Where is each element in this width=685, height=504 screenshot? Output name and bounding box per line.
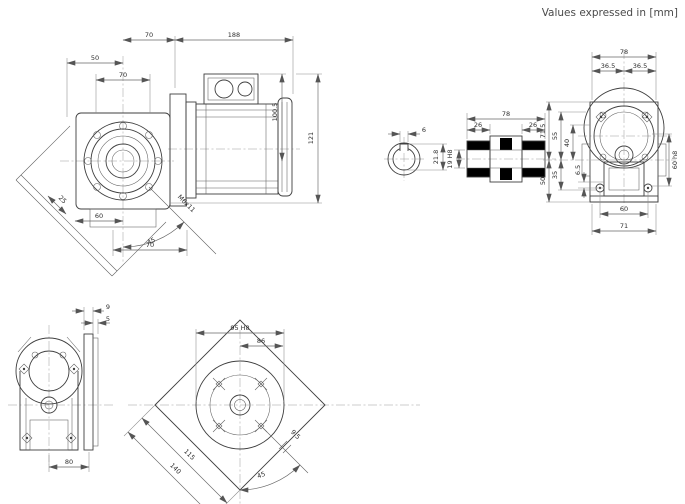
view-front: 9 5 80 [8, 303, 114, 472]
dim-shaft-end-left: 26 [474, 121, 482, 129]
dim-front-plate-inner: 5 [106, 315, 110, 323]
dim-rear-half-left: 36.5 [601, 62, 615, 70]
dim-rear-foot-offset: 6.5 [574, 165, 582, 175]
dim-side-overall-height: 121 [307, 132, 315, 144]
dim-rear-feet-width: 71 [620, 222, 628, 230]
dim-rear-h-mid: 55 [551, 132, 559, 140]
dim-shaft-bore: 19 H8 [446, 149, 454, 168]
dim-front-plate-outer: 9 [106, 303, 110, 311]
dim-side-axis-to-face: 70 [145, 31, 153, 39]
dim-side-angle: 45 [146, 236, 157, 247]
dim-rear-h-low2: 35 [551, 171, 559, 179]
dim-flange-spigot: 95 H8 [230, 324, 249, 332]
dim-flange-angle: 45 [256, 470, 267, 481]
units-note: Values expressed in [mm] [542, 7, 678, 19]
view-hollow-shaft: 78 26 26 19 H8 [446, 110, 556, 183]
dim-rear-feet-holes: 60 [620, 205, 628, 213]
dim-flange-square-side: 115 [182, 447, 196, 461]
view-rear: 78 36.5 36.5 71.5 55 40 50 35 6.5 60 h8 … [539, 48, 679, 235]
dim-rear-h-inner: 40 [563, 139, 571, 147]
view-shaft-section: 6 21.8 [384, 126, 447, 181]
dim-side-flange-width: 70 [119, 71, 127, 79]
dim-front-axis-to-face: 80 [65, 458, 73, 466]
dim-rear-width: 78 [620, 48, 628, 56]
dim-rear-half-right: 36.5 [633, 62, 647, 70]
dim-side-height-to-axis: 100.5 [271, 103, 279, 122]
dim-rear-boss-dia: 60 h8 [671, 151, 679, 170]
view-flange: 95 H8 86 115 140 9.5 45 [123, 319, 420, 504]
dim-rear-h-top: 71.5 [539, 124, 547, 138]
dim-rear-h-low: 50 [539, 177, 547, 185]
dim-side-motor-length: 188 [228, 31, 240, 39]
dim-section-key-depth: 21.8 [432, 150, 440, 164]
dim-shaft-length: 78 [502, 110, 510, 118]
dim-side-diag-offset: 25 [57, 194, 69, 206]
dim-section-key-width: 6 [422, 126, 426, 134]
dim-side-offset: 60 [95, 212, 103, 220]
dim-flange-hole-span: 86 [257, 337, 265, 345]
dim-shaft-end-right: 26 [529, 121, 537, 129]
dim-side-left-to-axis: 50 [91, 54, 99, 62]
dim-flange-square-diag: 140 [168, 461, 182, 475]
view-side: 70 188 50 70 100.5 121 70 25 60 45 M6x11 [15, 31, 322, 277]
